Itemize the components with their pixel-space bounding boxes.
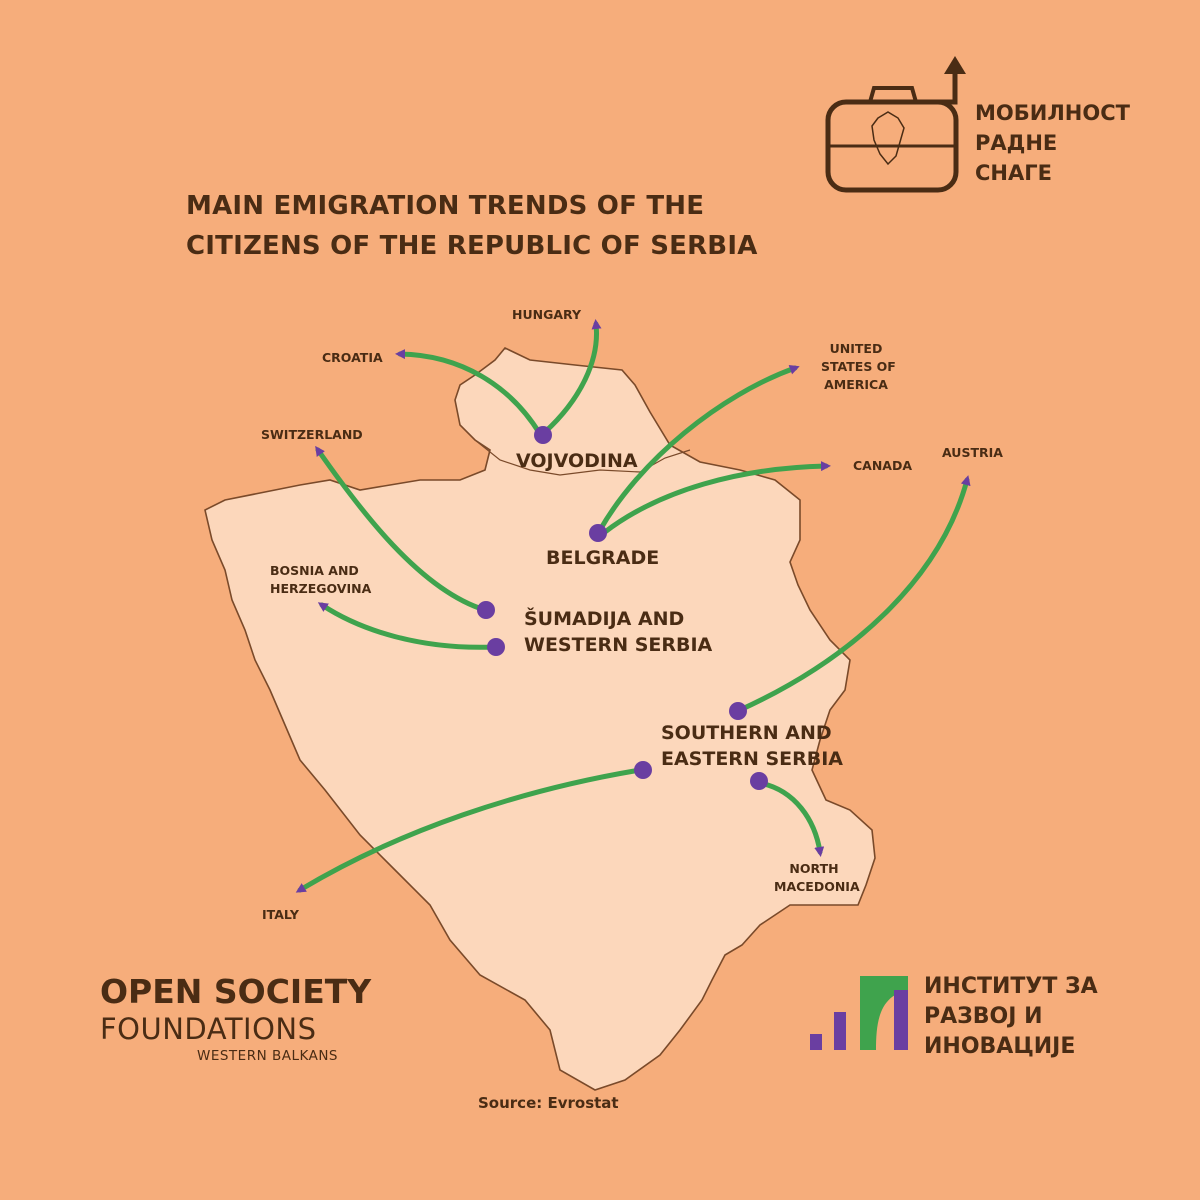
label-nmk-line-1: NORTH bbox=[789, 861, 839, 876]
label-usa-line-2: STATES OF bbox=[821, 359, 896, 374]
region-sumadija-line-2: WESTERN SERBIA bbox=[524, 634, 713, 656]
flow-belgrade-usa bbox=[597, 364, 800, 533]
dot-belgrade bbox=[589, 524, 607, 542]
title-line-1: MAIN EMIGRATION TRENDS OF THE bbox=[186, 191, 705, 221]
label-canada: CANADA bbox=[853, 458, 913, 473]
source-note: Source: Evrostat bbox=[478, 1094, 619, 1112]
label-usa: UNITED STATES OF AMERICA bbox=[821, 340, 896, 394]
label-usa-line-1: UNITED bbox=[829, 341, 883, 356]
osf-line-1: OPEN SOCIETY bbox=[100, 972, 372, 1011]
dot-sumadija-1 bbox=[477, 601, 495, 619]
region-sumadija-line-1: ŠUMADIJA AND bbox=[524, 608, 685, 630]
flow-sumadija-bih bbox=[317, 602, 498, 650]
origin-dots bbox=[477, 426, 768, 790]
label-italy: ITALY bbox=[262, 907, 299, 922]
region-belgrade: BELGRADE bbox=[546, 547, 660, 569]
logo-line-3: СНАГЕ bbox=[975, 161, 1052, 185]
flow-arrows bbox=[295, 319, 971, 893]
label-switzerland: SWITZERLAND bbox=[261, 427, 363, 442]
iri-line-2: РАЗВОЈ И bbox=[924, 1004, 1043, 1029]
osf-line-2: FOUNDATIONS bbox=[100, 1012, 317, 1046]
label-nmk-line-2: MACEDONIA bbox=[774, 879, 860, 894]
flow-belgrade-canada bbox=[602, 461, 831, 535]
region-southern-eastern: SOUTHERN AND EASTERN SERBIA bbox=[661, 720, 843, 772]
label-bih-line-2: HERZEGOVINA bbox=[270, 581, 372, 596]
flow-sumadija-switzerland bbox=[315, 445, 488, 613]
label-hungary: HUNGARY bbox=[512, 307, 582, 322]
osf-line-3: WESTERN BALKANS bbox=[196, 1048, 338, 1064]
flow-south-italy bbox=[295, 767, 643, 893]
flow-vojvodina-croatia bbox=[395, 349, 543, 437]
iri-logo-text: ИНСТИТУТ ЗА РАЗВОЈ И ИНОВАЦИЈЕ bbox=[924, 972, 1098, 1062]
region-vojvodina: VOJVODINA bbox=[516, 450, 638, 472]
region-southern-line-1: SOUTHERN AND bbox=[661, 722, 832, 744]
iri-line-1: ИНСТИТУТ ЗА bbox=[924, 974, 1098, 999]
dot-south-1 bbox=[729, 702, 747, 720]
suitcase-with-arrow-icon bbox=[825, 56, 966, 193]
flow-south-austria bbox=[737, 475, 971, 713]
serbia-map-shape bbox=[204, 347, 876, 1091]
vojvodina-border bbox=[474, 439, 691, 476]
flow-vojvodina-hungary bbox=[542, 319, 602, 435]
label-bih: BOSNIA AND HERZEGOVINA bbox=[270, 562, 371, 598]
osf-logo: OPEN SOCIETY FOUNDATIONS WESTERN BALKANS bbox=[100, 972, 371, 1066]
region-southern-line-2: EASTERN SERBIA bbox=[661, 748, 844, 770]
page-title: MAIN EMIGRATION TRENDS OF THE CITIZENS O… bbox=[186, 186, 758, 266]
dot-south-3 bbox=[750, 772, 768, 790]
flow-south-macedonia bbox=[757, 780, 825, 857]
label-usa-line-3: AMERICA bbox=[824, 377, 888, 392]
dot-south-2 bbox=[634, 761, 652, 779]
dot-sumadija-2 bbox=[487, 638, 505, 656]
labour-mobility-logo-text: МОБИЛНОСТ РАДНЕ СНАГЕ bbox=[975, 98, 1130, 188]
dot-vojvodina bbox=[534, 426, 552, 444]
label-croatia: CROATIA bbox=[322, 350, 383, 365]
iri-line-3: ИНОВАЦИЈЕ bbox=[924, 1034, 1076, 1059]
label-austria: AUSTRIA bbox=[942, 445, 1003, 460]
label-north-macedonia: NORTH MACEDONIA bbox=[774, 860, 860, 896]
iri-bars-logo-icon bbox=[810, 976, 908, 1050]
region-sumadija: ŠUMADIJA AND WESTERN SERBIA bbox=[524, 606, 712, 658]
logo-line-2: РАДНЕ bbox=[975, 131, 1058, 155]
label-bih-line-1: BOSNIA AND bbox=[270, 563, 359, 578]
title-line-2: CITIZENS OF THE REPUBLIC OF SERBIA bbox=[186, 231, 758, 261]
logo-line-1: МОБИЛНОСТ bbox=[975, 101, 1130, 125]
